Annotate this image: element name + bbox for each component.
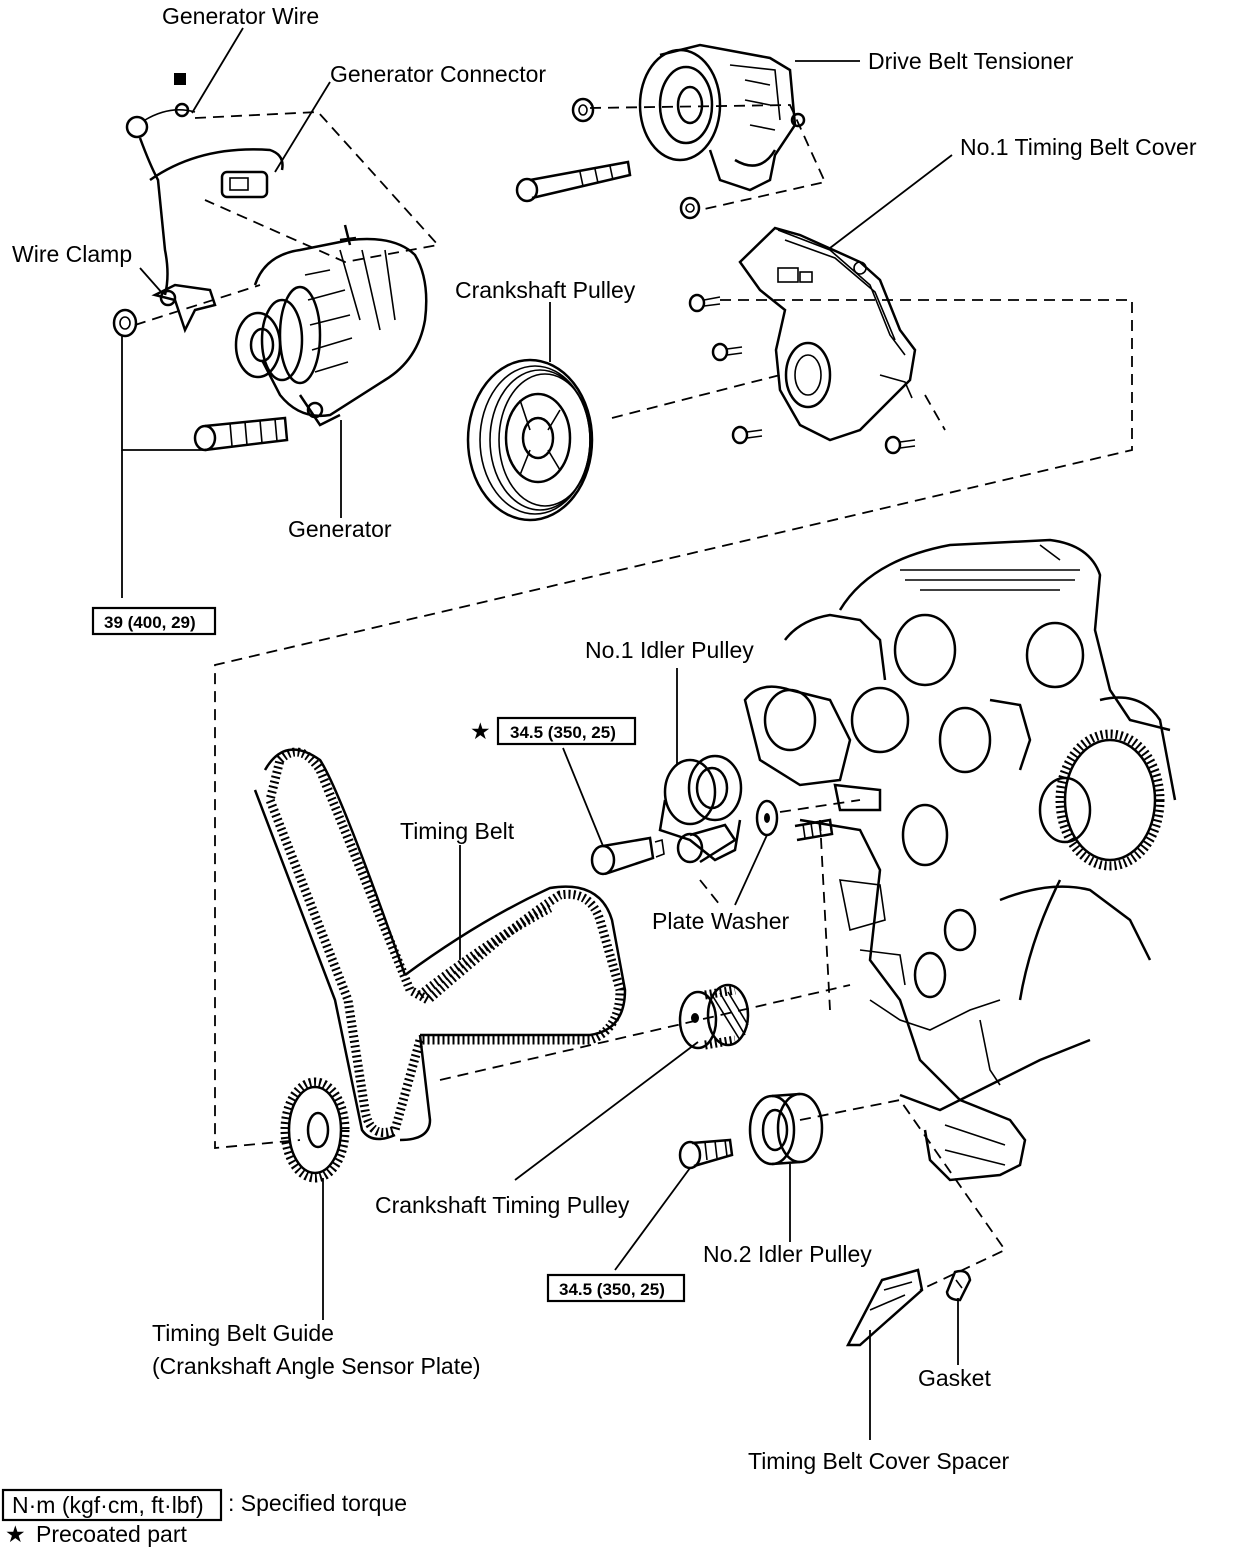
generator-nut-part	[112, 308, 138, 338]
legend-precoated-text: Precoated part	[36, 1521, 187, 1547]
label-timing-belt-guide: Timing Belt Guide	[152, 1320, 334, 1346]
label-no2-idler-pulley: No.2 Idler Pulley	[703, 1241, 872, 1267]
no1-timing-belt-cover-part	[738, 226, 917, 442]
label-generator: Generator	[288, 516, 392, 542]
timing-belt-cover-spacer-part	[845, 1268, 924, 1347]
no2-idler-pulley-part	[748, 1092, 824, 1166]
legend: N·m (kgf·cm, ft·lbf) : Specified torque …	[1, 1488, 407, 1547]
engine-block-part	[743, 538, 1177, 1182]
crankshaft-timing-pulley-part	[678, 983, 750, 1050]
precoated-star-icon: ★	[470, 718, 491, 744]
legend-unit-text: : Specified torque	[228, 1490, 407, 1516]
torque-box-idler	[496, 716, 637, 746]
label-crankshaft-timing-pulley: Crankshaft Timing Pulley	[375, 1192, 630, 1218]
torque-idler2-bolt: 34.5 (350, 25)	[559, 1280, 665, 1299]
generator-connector-part	[220, 170, 269, 199]
drive-belt-tensioner-part	[638, 43, 806, 192]
label-crankshaft-pulley: Crankshaft Pulley	[455, 277, 636, 303]
tensioner-bolt-part	[515, 160, 632, 203]
torque-spec-boxes: 39 (400, 29) ★ 34.5 (350, 25) 34.5 (350,…	[91, 606, 686, 1303]
label-timing-belt: Timing Belt	[400, 818, 515, 844]
label-generator-wire: Generator Wire	[162, 3, 319, 29]
torque-idler-bolt: 34.5 (350, 25)	[510, 723, 616, 742]
torque-generator-bolt: 39 (400, 29)	[104, 613, 196, 632]
wire-clamp-part	[151, 283, 217, 334]
idler-bolt-part	[590, 836, 665, 876]
label-plate-washer: Plate Washer	[652, 908, 790, 934]
generator-wire-part	[125, 73, 284, 296]
gasket-part	[945, 1269, 972, 1302]
legend-precoated-star-icon: ★	[5, 1521, 26, 1547]
crankshaft-pulley-part	[466, 358, 594, 522]
label-generator-connector: Generator Connector	[330, 61, 546, 87]
cover-bolts-part	[688, 293, 916, 455]
torque-box-idler2	[546, 1273, 686, 1303]
legend-unit-box	[1, 1488, 223, 1522]
label-timing-belt-guide-sub: (Crankshaft Angle Sensor Plate)	[152, 1353, 481, 1379]
legend-unit-box-text: N·m (kgf·cm, ft·lbf)	[12, 1492, 204, 1518]
label-drive-belt-tensioner: Drive Belt Tensioner	[868, 48, 1074, 74]
generator-part	[234, 224, 428, 427]
plate-washer-part	[755, 799, 779, 837]
no2-idler-bolt-part	[678, 1138, 734, 1170]
generator-bolt-part	[193, 416, 289, 452]
label-no1-timing-belt-cover: No.1 Timing Belt Cover	[960, 134, 1197, 160]
label-gasket: Gasket	[918, 1365, 991, 1391]
no1-idler-pulley-part	[658, 754, 743, 864]
label-timing-belt-cover-spacer: Timing Belt Cover Spacer	[748, 1448, 1010, 1474]
timing-belt-guide-part	[280, 1077, 350, 1183]
tensioner-nut-part	[571, 97, 701, 220]
label-no1-idler-pulley: No.1 Idler Pulley	[585, 637, 754, 663]
leader-lines	[121, 27, 959, 1440]
stud-bolt-part	[794, 818, 834, 842]
torque-box-generator	[91, 606, 217, 636]
timing-belt-part	[253, 747, 627, 1142]
label-wire-clamp: Wire Clamp	[12, 241, 132, 267]
part-labels: Generator Wire Generator Connector Drive…	[12, 3, 1197, 1474]
